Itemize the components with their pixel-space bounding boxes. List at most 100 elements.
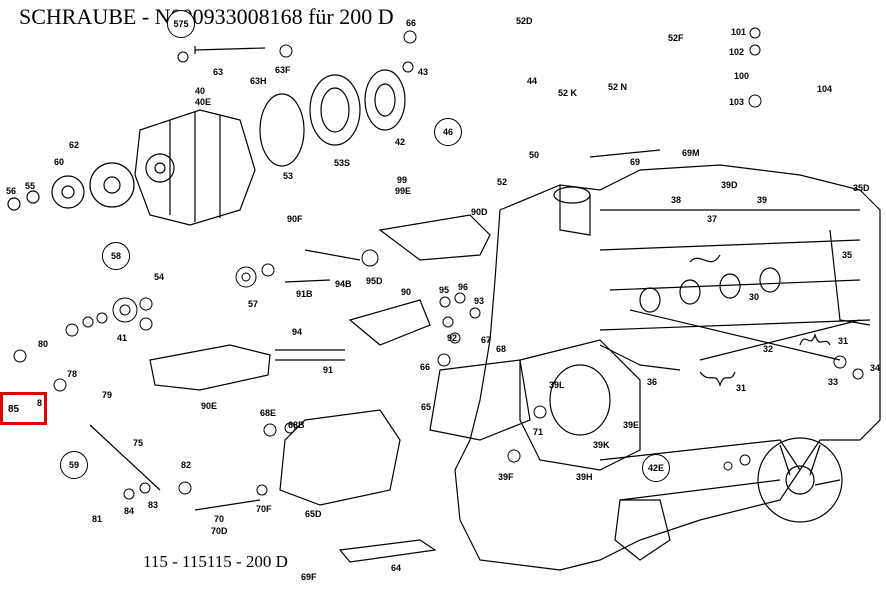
part-label-43[interactable]: 43 bbox=[418, 67, 429, 77]
part-label-83[interactable]: 83 bbox=[148, 500, 159, 510]
callout-575[interactable]: 575 bbox=[167, 10, 195, 38]
part-label-53s[interactable]: 53S bbox=[334, 158, 351, 168]
part-label-80[interactable]: 80 bbox=[38, 339, 49, 349]
part-label-39k[interactable]: 39K bbox=[593, 440, 610, 450]
part-label-65d[interactable]: 65D bbox=[305, 509, 322, 519]
part-label-31-b[interactable]: 31 bbox=[736, 383, 747, 393]
part-label-40[interactable]: 40 bbox=[195, 86, 206, 96]
part-label-57[interactable]: 57 bbox=[248, 299, 259, 309]
part-label-67[interactable]: 67 bbox=[481, 335, 492, 345]
part-label-42[interactable]: 42 bbox=[395, 137, 406, 147]
part-label-37[interactable]: 37 bbox=[707, 214, 718, 224]
spring-icon-2 bbox=[799, 333, 831, 346]
part-label-63[interactable]: 63 bbox=[213, 67, 224, 77]
part-label-94b[interactable]: 94B bbox=[335, 279, 352, 289]
part-label-41[interactable]: 41 bbox=[117, 333, 128, 343]
callout-59[interactable]: 59 bbox=[60, 451, 88, 479]
part-label-92[interactable]: 92 bbox=[447, 333, 458, 343]
part-label-33[interactable]: 33 bbox=[828, 377, 839, 387]
part-label-91b[interactable]: 91B bbox=[296, 289, 313, 299]
part-label-90f[interactable]: 90F bbox=[287, 214, 303, 224]
part-label-39[interactable]: 39 bbox=[757, 195, 768, 205]
callout-42e[interactable]: 42E bbox=[642, 454, 670, 482]
part-label-68b[interactable]: 68B bbox=[288, 420, 305, 430]
part-label-39h[interactable]: 39H bbox=[576, 472, 593, 482]
part-label-68e[interactable]: 68E bbox=[260, 408, 277, 418]
part-label-68[interactable]: 68 bbox=[496, 344, 507, 354]
part-label-71[interactable]: 71 bbox=[533, 427, 544, 437]
rotor-stator-icon bbox=[309, 69, 406, 146]
part-label-52[interactable]: 52 bbox=[497, 177, 508, 187]
part-label-90e[interactable]: 90E bbox=[201, 401, 218, 411]
part-label-53[interactable]: 53 bbox=[283, 171, 294, 181]
part-label-90d[interactable]: 90D bbox=[471, 207, 488, 217]
part-label-99e[interactable]: 99E bbox=[395, 186, 412, 196]
part-label-103[interactable]: 103 bbox=[729, 97, 745, 107]
washers-nuts-icon bbox=[13, 27, 864, 500]
part-label-8[interactable]: 8 bbox=[37, 398, 43, 408]
part-label-70[interactable]: 70 bbox=[214, 514, 225, 524]
part-label-40e[interactable]: 40E bbox=[195, 97, 212, 107]
callout-58[interactable]: 58 bbox=[102, 242, 130, 270]
part-label-54[interactable]: 54 bbox=[154, 272, 165, 282]
part-label-50[interactable]: 50 bbox=[529, 150, 540, 160]
part-label-100[interactable]: 100 bbox=[734, 71, 750, 81]
part-label-104[interactable]: 104 bbox=[817, 84, 833, 94]
part-label-52n[interactable]: 52 N bbox=[608, 82, 628, 92]
part-label-94[interactable]: 94 bbox=[292, 327, 303, 337]
part-label-35[interactable]: 35 bbox=[842, 250, 853, 260]
part-label-69[interactable]: 69 bbox=[630, 157, 641, 167]
part-label-82[interactable]: 82 bbox=[181, 460, 192, 470]
part-label-91[interactable]: 91 bbox=[323, 365, 334, 375]
part-label-55[interactable]: 55 bbox=[25, 181, 36, 191]
part-label-34[interactable]: 34 bbox=[870, 363, 881, 373]
part-label-39e[interactable]: 39E bbox=[623, 420, 640, 430]
part-label-90[interactable]: 90 bbox=[401, 287, 412, 297]
spring-icon bbox=[699, 371, 736, 387]
part-label-30[interactable]: 30 bbox=[749, 292, 760, 302]
part-label-75[interactable]: 75 bbox=[133, 438, 144, 448]
part-label-60[interactable]: 60 bbox=[54, 157, 65, 167]
part-label-95d[interactable]: 95D bbox=[366, 276, 383, 286]
part-label-39f[interactable]: 39F bbox=[498, 472, 514, 482]
part-label-52d[interactable]: 52D bbox=[516, 16, 533, 26]
part-label-79[interactable]: 79 bbox=[102, 390, 113, 400]
part-label-36[interactable]: 36 bbox=[647, 377, 658, 387]
part-label-69f[interactable]: 69F bbox=[301, 572, 317, 582]
part-label-39l[interactable]: 39L bbox=[549, 380, 565, 390]
fan-pulley-icon bbox=[7, 162, 135, 211]
part-label-63h[interactable]: 63H bbox=[250, 76, 267, 86]
part-label-62[interactable]: 62 bbox=[69, 140, 80, 150]
part-label-32[interactable]: 32 bbox=[763, 344, 774, 354]
part-label-52f[interactable]: 52F bbox=[668, 33, 684, 43]
part-label-102[interactable]: 102 bbox=[729, 47, 745, 57]
part-label-99[interactable]: 99 bbox=[397, 175, 408, 185]
highlighted-part-label[interactable]: 85 bbox=[8, 404, 20, 415]
part-label-65[interactable]: 65 bbox=[421, 402, 432, 412]
part-label-101[interactable]: 101 bbox=[731, 27, 747, 37]
part-label-63f[interactable]: 63F bbox=[275, 65, 291, 75]
callout-46[interactable]: 46 bbox=[434, 118, 462, 146]
sensor-wire-icon bbox=[689, 254, 721, 263]
part-label-66-b[interactable]: 66 bbox=[420, 362, 431, 372]
part-label-95[interactable]: 95 bbox=[439, 285, 450, 295]
part-label-31-a[interactable]: 31 bbox=[838, 336, 849, 346]
part-label-69m[interactable]: 69M bbox=[682, 148, 700, 158]
bolts-and-rods-icon bbox=[89, 149, 871, 511]
part-label-64[interactable]: 64 bbox=[391, 563, 402, 573]
part-label-38[interactable]: 38 bbox=[671, 195, 682, 205]
part-label-35d[interactable]: 35D bbox=[853, 183, 870, 193]
part-label-44[interactable]: 44 bbox=[527, 76, 538, 86]
part-label-84[interactable]: 84 bbox=[124, 506, 135, 516]
part-label-81[interactable]: 81 bbox=[92, 514, 103, 524]
part-label-78[interactable]: 78 bbox=[67, 369, 78, 379]
part-label-70f[interactable]: 70F bbox=[256, 504, 272, 514]
part-label-70d[interactable]: 70D bbox=[211, 526, 228, 536]
part-label-39d[interactable]: 39D bbox=[721, 180, 738, 190]
part-label-93[interactable]: 93 bbox=[474, 296, 485, 306]
part-label-66[interactable]: 66 bbox=[406, 18, 417, 28]
part-label-96[interactable]: 96 bbox=[458, 282, 469, 292]
part-label-56[interactable]: 56 bbox=[6, 186, 17, 196]
bracket-icon bbox=[149, 214, 671, 563]
part-label-52k[interactable]: 52 K bbox=[558, 88, 578, 98]
